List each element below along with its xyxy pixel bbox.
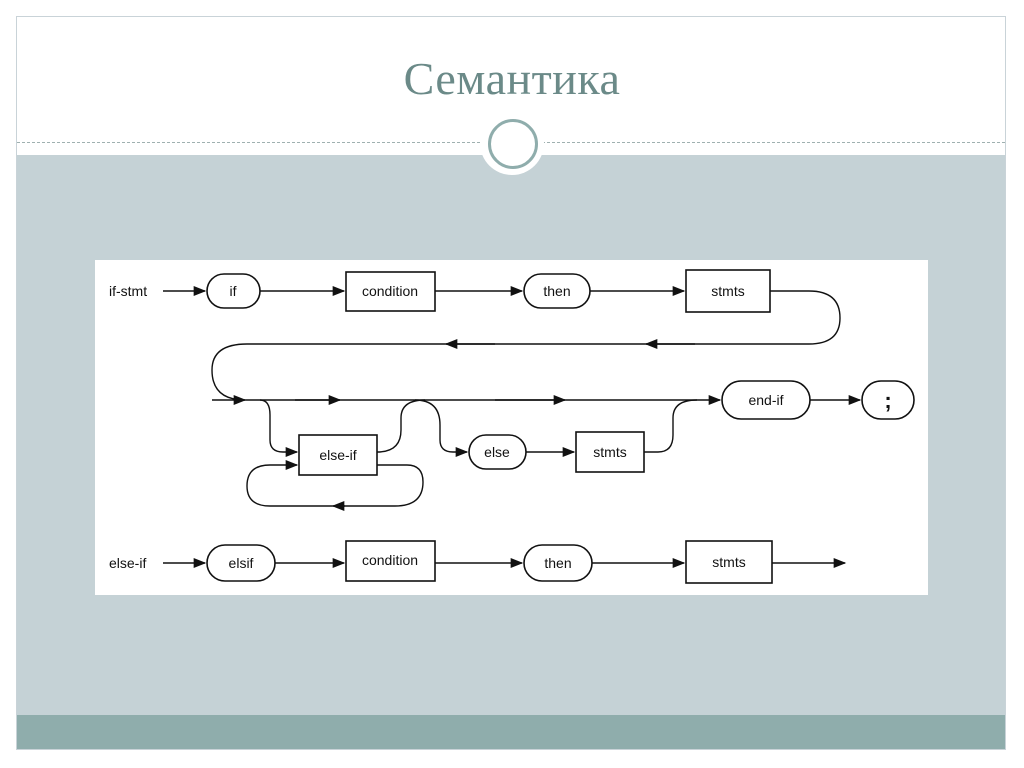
label-then: then [543,283,570,299]
label-condition: condition [362,283,418,299]
label-if: if [230,283,237,299]
label-condition2: condition [362,552,418,568]
node-stmts2 [685,540,773,584]
node-else [468,434,527,470]
slide-frame [16,16,1006,750]
node-if [206,273,261,309]
edge-return-loop [211,290,841,401]
syntax-diagram: if-stmt if condition then stmts else-if … [95,260,928,595]
node-condition [345,271,436,312]
label-else: else [484,444,510,460]
footer-bar [17,715,1005,749]
node-semicolon [861,380,915,420]
edge-to-elseif [259,399,299,458]
ornament-ring [488,119,538,169]
label-stmts2: stmts [712,554,745,570]
syntax-diagram-svg: if-stmt if condition then stmts else-if … [109,269,915,584]
node-end-if [721,380,811,420]
label-stmts3: stmts [593,444,626,460]
slide-title: Семантика [403,53,621,104]
node-then [523,273,591,309]
edge-to-else [414,399,469,458]
label-then2: then [544,555,571,571]
label-elsif: elsif [229,555,254,571]
node-stmts3 [575,431,645,473]
node-elsif [206,544,276,582]
label-else-if-def: else-if [109,555,146,571]
node-stmts [685,269,771,313]
label-else-if: else-if [319,447,356,463]
edge-stmts-to-endif [644,399,698,453]
label-stmts: stmts [711,283,744,299]
node-condition2 [345,540,436,582]
node-else-if [298,434,378,476]
node-then2 [523,544,593,582]
label-end-if: end-if [748,392,783,408]
label-semicolon: ; [884,388,891,413]
label-if-stmt: if-stmt [109,283,147,299]
edge-from-elseif [376,399,426,453]
divider-ornament [480,111,544,175]
